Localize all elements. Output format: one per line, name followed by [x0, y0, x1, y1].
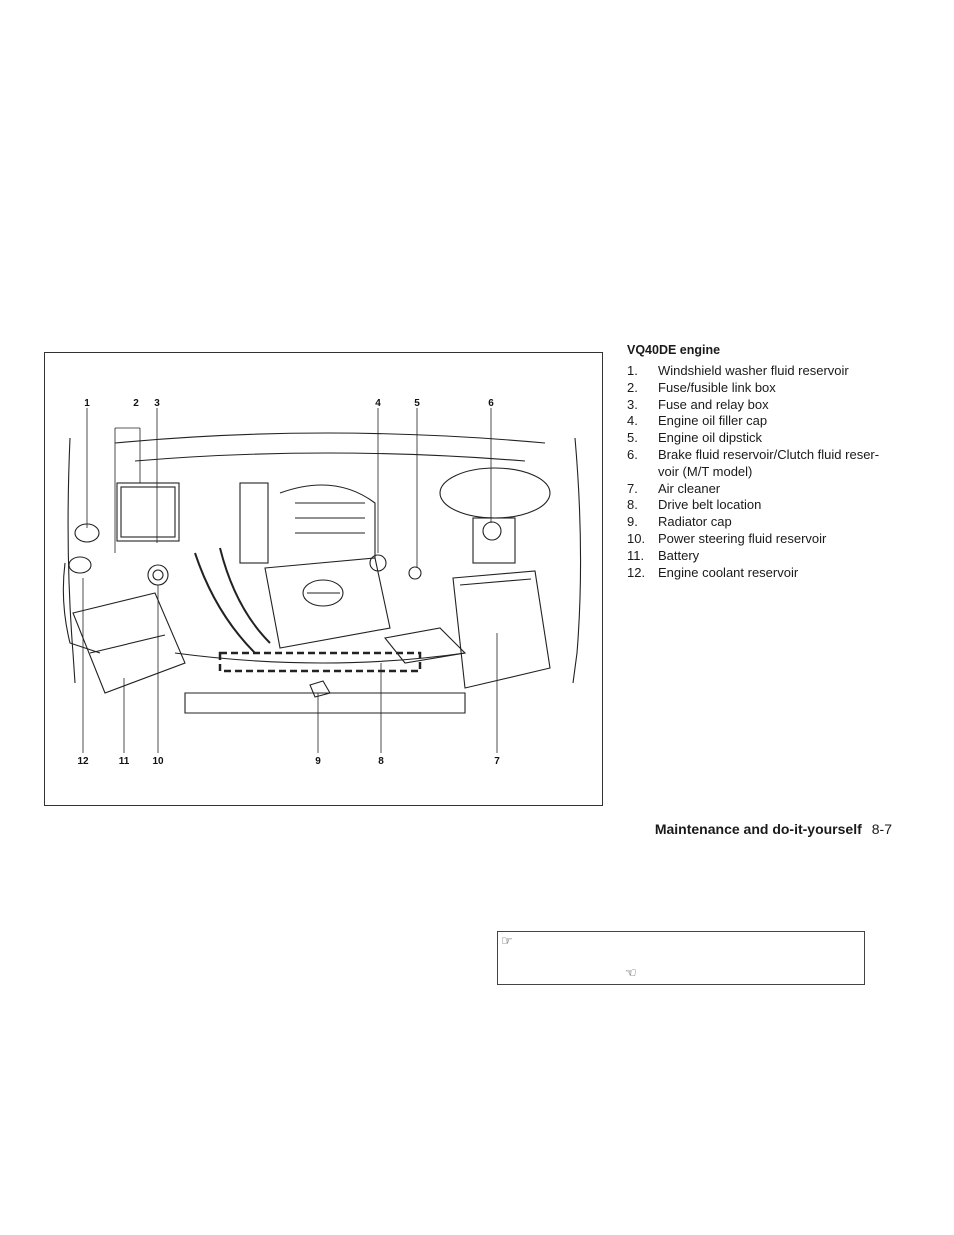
callout-label: 11 — [119, 756, 130, 767]
legend-item-number: 6. — [627, 446, 638, 462]
legend-item-text: Brake fluid reservoir/Clutch fluid reser… — [658, 446, 880, 479]
legend-item-text: Fuse and relay box — [658, 396, 769, 412]
legend-item-text: Engine oil dipstick — [658, 430, 763, 446]
legend-item-text: Drive belt location — [658, 497, 762, 513]
legend-item: 10. Power steering fluid reservoir — [627, 531, 917, 548]
legend-item-number: 4. — [627, 413, 638, 429]
legend-item-number: 7. — [627, 480, 638, 496]
callout-label: 1 — [84, 398, 90, 409]
callout-label: 9 — [315, 756, 321, 767]
legend-item: 6. Brake fluid reservoir/Clutch fluid res… — [627, 447, 917, 481]
legend-item-text: Air cleaner — [658, 480, 721, 496]
callout-label: 6 — [488, 398, 494, 409]
callout-label: 5 — [414, 398, 420, 409]
legend-item: 8. Drive belt location — [627, 497, 917, 514]
legend-item-number: 5. — [627, 430, 638, 446]
legend-item-number: 3. — [627, 396, 638, 412]
callout-label: 3 — [154, 398, 160, 409]
legend-item-text: Engine oil filler cap — [658, 413, 768, 429]
callout-label: 4 — [375, 398, 381, 409]
legend-item-text: Fuse/fusible link box — [658, 379, 776, 395]
legend-item-text: Windshield washer fluid reservoir — [658, 363, 849, 378]
legend-item-text: Battery — [658, 547, 700, 563]
legend-item-number: 10. — [627, 530, 646, 546]
pointing-hand-icon: ☜ — [625, 965, 637, 980]
legend-item-number: 12. — [627, 564, 646, 580]
legend-item-text: Power steering fluid reservoir — [658, 530, 827, 546]
callout-label: 10 — [152, 756, 164, 767]
legend-panel: VQ40DE engine 1. Windshield washer fluid … — [627, 343, 917, 581]
page-footer: Maintenance and do-it-yourself 8-7 — [655, 821, 892, 837]
legend-item: 12. Engine coolant reservoir — [627, 565, 917, 582]
legend-item-number: 8. — [627, 497, 638, 513]
callout-label: 2 — [133, 398, 139, 409]
legend-item: 7. Air cleaner — [627, 481, 917, 498]
pointing-hand-icon: ☞ — [501, 933, 513, 948]
legend-item: 3. Fuse and relay box — [627, 397, 917, 414]
legend-item-number: 2. — [627, 379, 638, 395]
callout-label: 8 — [378, 756, 384, 767]
callout-label: 7 — [494, 756, 500, 767]
legend-item-number: 9. — [627, 514, 638, 530]
legend-item-number: 1. — [627, 363, 638, 378]
legend-item: 5. Engine oil dipstick — [627, 430, 917, 447]
legend-item: 1. Windshield washer fluid reservoir — [627, 363, 917, 380]
legend-item: 2. Fuse/fusible link box — [627, 380, 917, 397]
legend-item-number: 11. — [627, 547, 645, 563]
legend-list: 1. Windshield washer fluid reservoir 2. Fus… — [627, 363, 917, 581]
legend-item: 9. Radiator cap — [627, 514, 917, 531]
legend-item-text: Engine coolant reservoir — [658, 564, 799, 580]
footer-section-title: Maintenance and do-it-yourself — [654, 821, 862, 837]
note-box: ☞ ☜ — [497, 931, 865, 985]
legend-item-text: Radiator cap — [658, 514, 732, 530]
legend-item: 4. Engine oil filler cap — [627, 413, 917, 430]
legend-item: 11. Battery — [627, 548, 917, 565]
callout-label: 12 — [77, 756, 89, 767]
panel-title: VQ40DE engine — [627, 343, 721, 357]
page-number: 8-7 — [871, 821, 892, 837]
